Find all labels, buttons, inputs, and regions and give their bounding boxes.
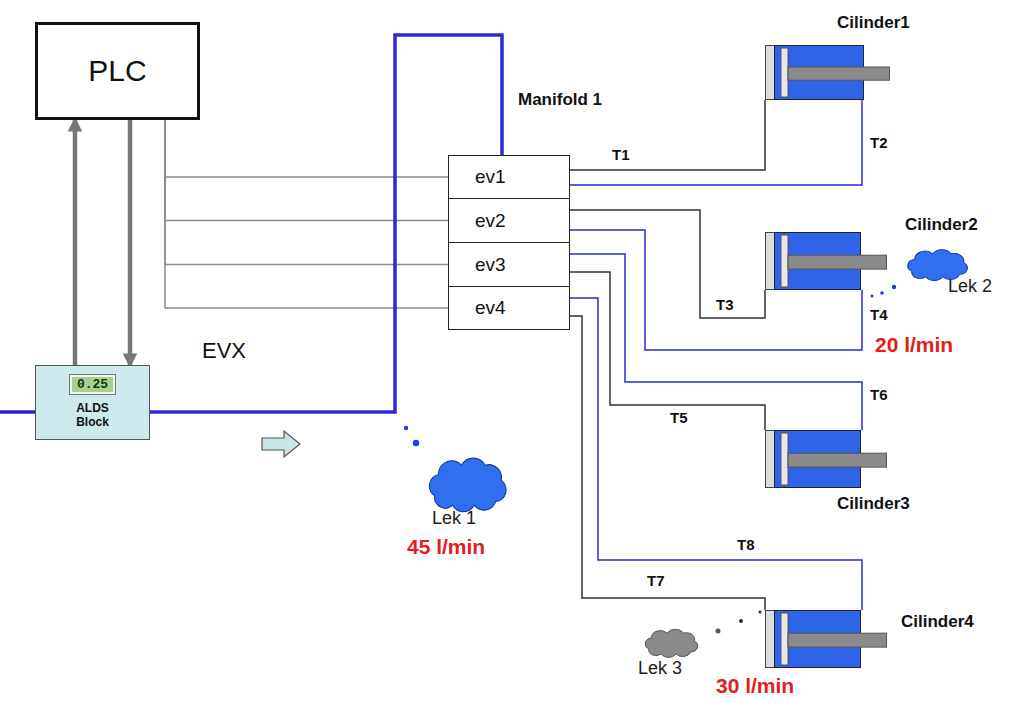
leak-dot <box>892 285 896 289</box>
tube-label: T2 <box>868 134 890 151</box>
air-tube <box>570 100 765 170</box>
cylinder: Cilinder4 <box>765 610 887 668</box>
piston <box>781 235 788 287</box>
cylinder: Cilinder2 <box>765 232 887 290</box>
cylinder-symbol <box>765 610 887 668</box>
valve-box: ev2 <box>448 198 570 243</box>
leak-rate: 20 l/min <box>873 333 955 357</box>
cylinder-name: Cilinder1 <box>837 13 910 33</box>
valve-label: ev2 <box>475 210 506 232</box>
leak-cloud <box>908 250 968 281</box>
end-cap <box>766 611 775 668</box>
supply-pipe <box>0 410 35 414</box>
leak-dot <box>716 629 721 634</box>
piston-rod <box>788 67 890 80</box>
leak-rate: 45 l/min <box>405 535 487 559</box>
tube-label: T4 <box>868 306 890 323</box>
tube-label: T8 <box>735 536 757 553</box>
leak-label: Lek 1 <box>430 508 478 529</box>
bus-label: EVX <box>200 338 248 364</box>
end-cap <box>766 431 775 488</box>
valve-box: ev1 <box>448 155 570 199</box>
piston <box>781 48 788 97</box>
tube-label: T7 <box>645 572 667 589</box>
end-cap <box>766 46 775 100</box>
leak-cloud <box>429 458 506 511</box>
valve-label: ev1 <box>475 166 506 188</box>
cylinder-name: Cilinder3 <box>837 494 910 514</box>
cylinder-name: Cilinder4 <box>901 612 974 632</box>
leak-rate: 30 l/min <box>714 674 796 698</box>
block-label: ALDS Block <box>61 402 125 430</box>
manifold-title: Manifold 1 <box>518 90 602 110</box>
control-wire <box>165 120 448 308</box>
leak-dot <box>413 440 419 446</box>
valve-label: ev3 <box>475 254 506 276</box>
alds-block: 0.25ALDS Block <box>35 365 150 440</box>
leak-label: Lek 2 <box>946 276 994 297</box>
flow-arrow <box>262 431 300 457</box>
leak-dot <box>880 291 884 295</box>
leak-dot <box>404 426 408 430</box>
air-tube <box>570 210 765 318</box>
control-wire <box>165 120 448 177</box>
piston-rod <box>788 453 887 467</box>
control-wire <box>165 120 448 221</box>
valve-label: ev4 <box>475 297 506 319</box>
piston-rod <box>788 255 887 269</box>
air-tube <box>570 230 862 350</box>
piston <box>781 433 788 485</box>
tube-label: T6 <box>868 386 890 403</box>
cylinder: Cilinder1 <box>765 45 890 100</box>
valve-box: ev4 <box>448 286 570 330</box>
end-cap <box>766 233 775 290</box>
piston-rod <box>788 633 887 647</box>
leak-cloud <box>645 629 698 657</box>
tube-label: T3 <box>714 296 736 313</box>
leak-dot <box>871 295 874 298</box>
manifold: Manifold 1ev1ev2ev3ev4 <box>448 155 570 330</box>
valve-box: ev3 <box>448 242 570 287</box>
signal-arrow <box>73 120 78 365</box>
control-wire <box>165 120 448 265</box>
cylinder-symbol <box>765 45 890 100</box>
cylinder: Cilinder3 <box>765 430 887 488</box>
leak-dot <box>739 619 743 623</box>
leak-label: Lek 3 <box>636 658 684 679</box>
air-tube <box>570 316 765 610</box>
cylinder-symbol <box>765 232 887 290</box>
plc-label: PLC <box>88 54 146 88</box>
piston <box>781 613 788 665</box>
air-tube <box>570 100 862 185</box>
plc-box: PLC <box>35 22 200 120</box>
tube-label: T5 <box>668 409 690 426</box>
cylinder-symbol <box>765 430 887 488</box>
cylinder-name: Cilinder2 <box>905 215 978 235</box>
tube-label: T1 <box>610 146 632 163</box>
signal-arrow <box>128 120 133 365</box>
air-tube <box>570 272 765 430</box>
leak-dot <box>759 611 762 614</box>
display-value: 0.25 <box>70 375 115 394</box>
